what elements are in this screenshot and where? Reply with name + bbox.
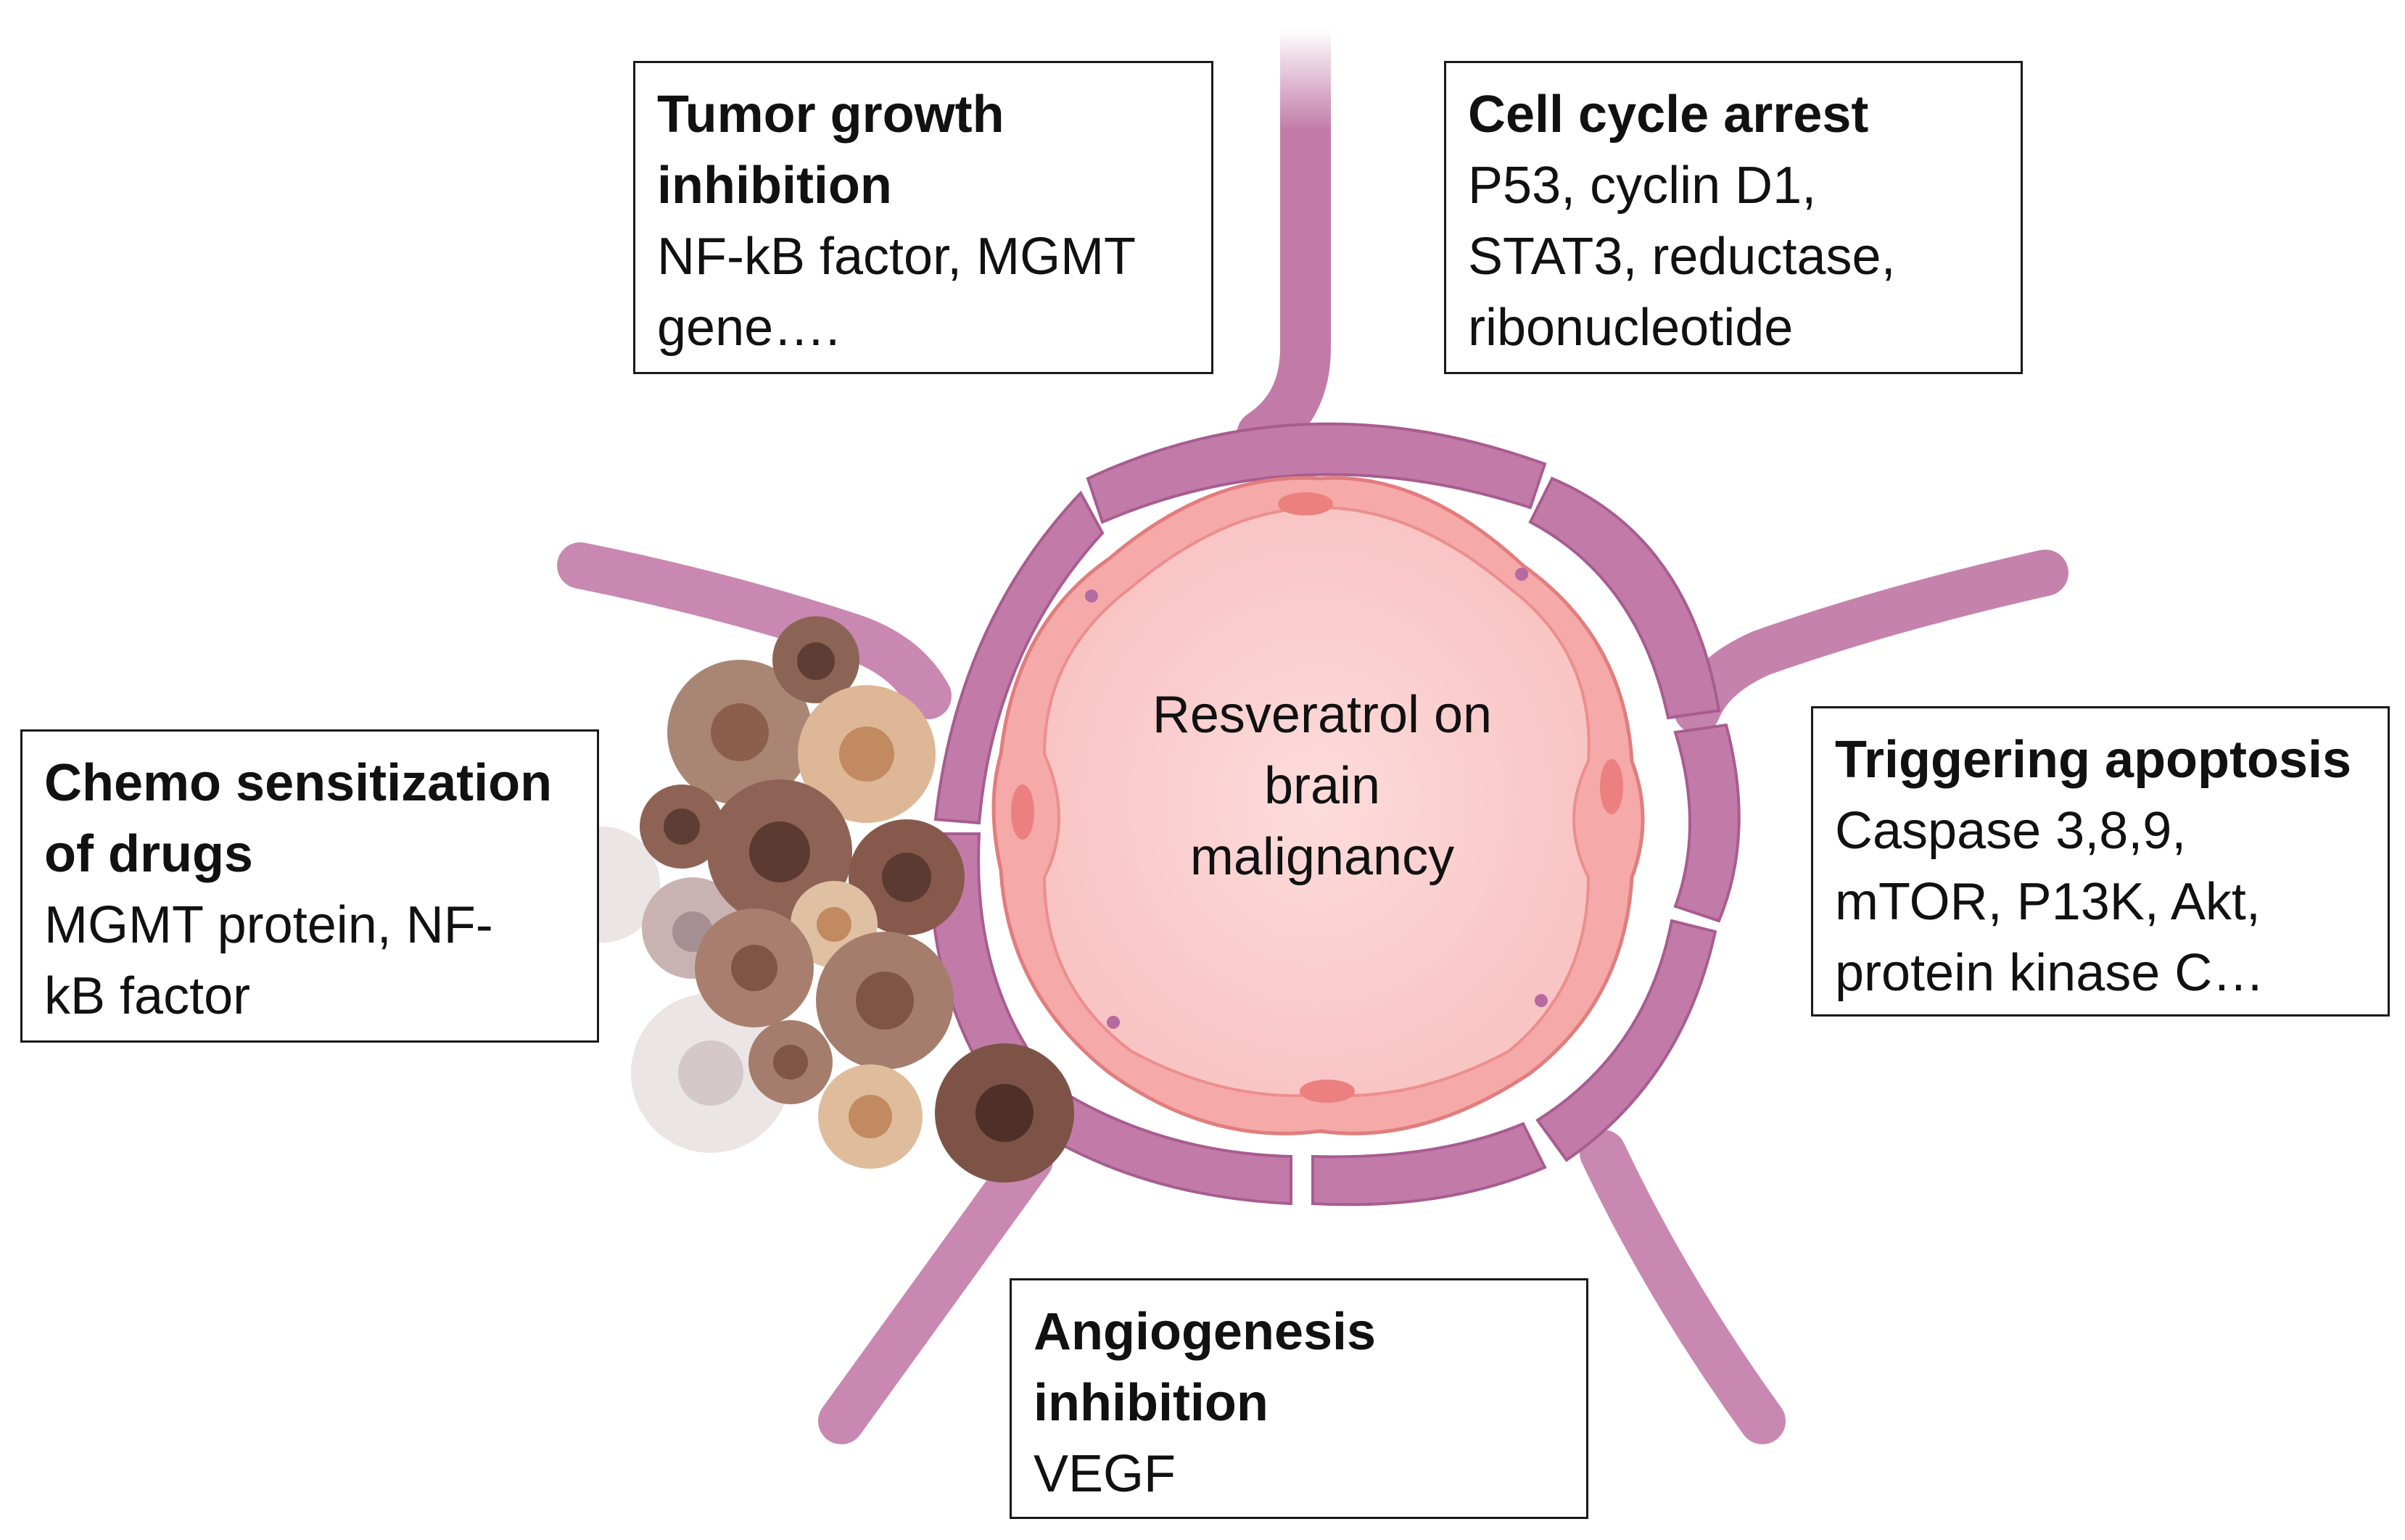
center-label-line-3: malignancy	[1190, 828, 1454, 886]
wall-segment-top-right	[1528, 476, 1721, 720]
box-body-line: VEGF	[1034, 1445, 1176, 1503]
box-body-line: ribonucleotide	[1468, 299, 1794, 357]
branch-bottom-left	[818, 1137, 1053, 1444]
box-body-line: NF-kB factor, MGMT	[657, 228, 1137, 286]
branch-bottom-right	[1580, 1130, 1786, 1444]
box-cell-cycle-arrest: Cell cycle arrest P53, cyclin D1, STAT3,…	[1444, 61, 2023, 374]
box-triggering-apoptosis: Triggering apoptosis Caspase 3,8,9, mTOR…	[1811, 706, 2390, 1017]
box-angiogenesis-inhibition: Angiogenesis inhibition VEGF	[1010, 1278, 1588, 1519]
endothelial-nucleus-top	[1278, 492, 1333, 516]
branch-top	[1237, 4, 1331, 460]
box-body-line: P53, cyclin D1,	[1468, 157, 1817, 215]
box-title-line: Chemo sensitization	[44, 754, 553, 812]
endothelial-nucleus-right	[1600, 759, 1623, 814]
box-title-line: Cell cycle arrest	[1468, 86, 1869, 144]
wall-segment-bottom	[1311, 1122, 1547, 1206]
vessel-lumen	[991, 476, 1645, 1135]
box-body-line: protein kinase C…	[1835, 944, 2265, 1002]
wall-segment-right	[1673, 723, 1741, 923]
vessel-wall	[929, 422, 1741, 1206]
center-label-line-1: Resveratrol on	[1152, 686, 1492, 744]
wall-segment-upper-left	[933, 490, 1105, 825]
box-body-line: mTOR, P13K, Akt,	[1835, 873, 2261, 931]
box-title-line: Triggering apoptosis	[1835, 731, 2352, 789]
center-label: Resveratrol on brain malignancy	[1152, 686, 1492, 886]
box-body-line: STAT3, reductase,	[1468, 228, 1896, 286]
box-title-line: Tumor growth	[657, 86, 1005, 144]
box-body-line: Caspase 3,8,9,	[1835, 802, 2187, 860]
box-tumor-growth-inhibition: Tumor growth inhibition NF-kB factor, MG…	[633, 61, 1213, 374]
box-title-line: Angiogenesis	[1034, 1303, 1377, 1361]
box-body-line: kB factor	[44, 967, 251, 1025]
endothelial-nucleus-bottom	[1300, 1080, 1355, 1103]
wall-segment-top	[1086, 422, 1547, 524]
box-body-line: MGMT protein, NF-	[44, 896, 493, 954]
wall-segment-lower-right	[1535, 919, 1717, 1162]
endothelial-nucleus-left	[1011, 785, 1034, 840]
box-title-line: of drugs	[44, 825, 253, 883]
tumor-cell-cluster	[544, 616, 1074, 1183]
box-chemo-sensitization: Chemo sensitization of drugs MGMT protei…	[20, 729, 599, 1043]
box-body-line: gene….	[657, 299, 841, 357]
box-title-line: inhibition	[1034, 1374, 1268, 1432]
center-label-line-2: brain	[1264, 757, 1380, 815]
branch-top-right	[1674, 550, 2068, 734]
box-title-line: inhibition	[657, 157, 892, 215]
